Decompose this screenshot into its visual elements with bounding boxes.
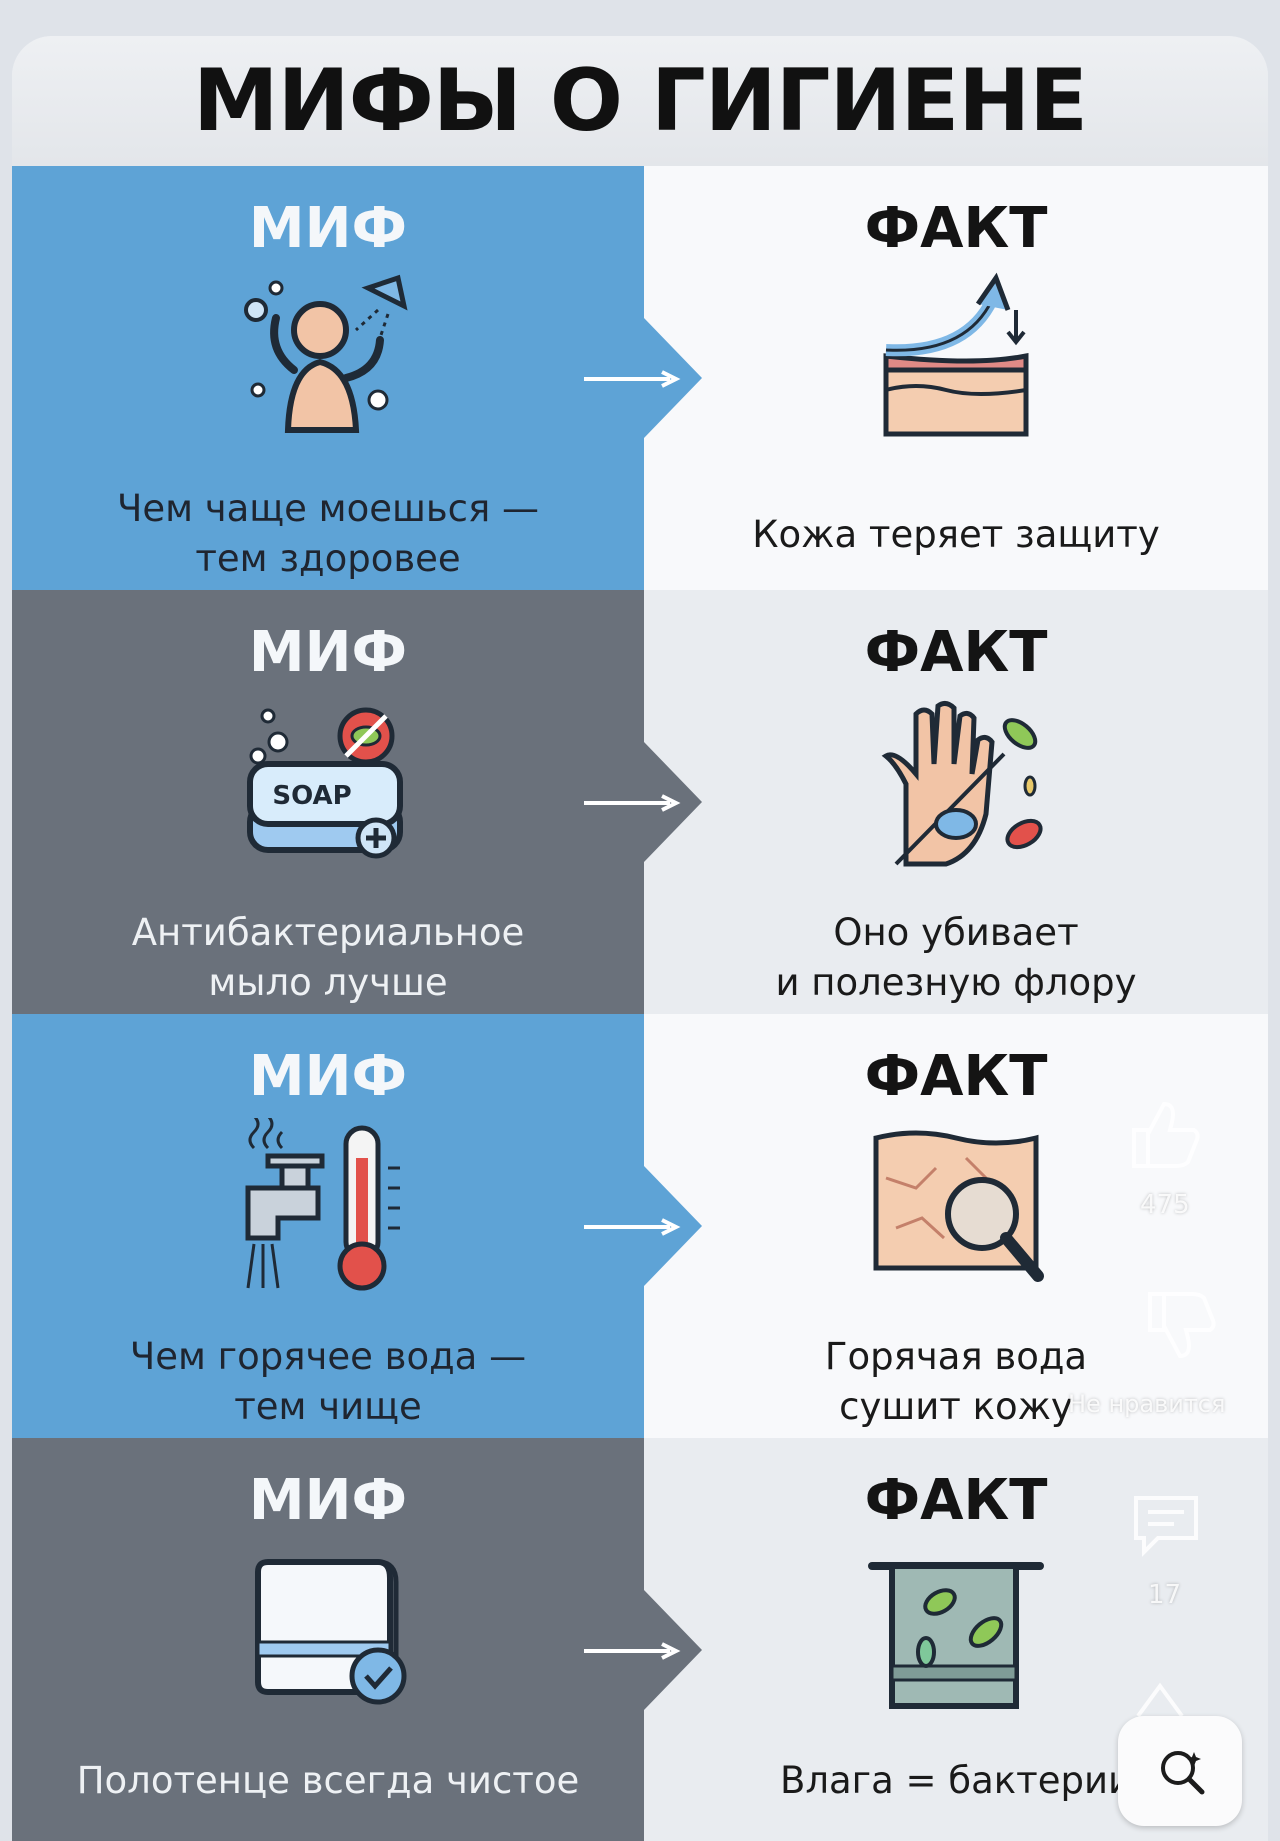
fact-caption-2: Оно убивает и полезную флору bbox=[775, 911, 1137, 1004]
ai-search-icon bbox=[1161, 1751, 1205, 1795]
myth-panel-4: МИФ Полотенце всегда чистое bbox=[12, 1438, 644, 1841]
ai-search-button[interactable] bbox=[1118, 1716, 1242, 1826]
myth-label: МИФ bbox=[248, 196, 408, 261]
myth-panel-3: МИФ Чем горячее вода — тем чище bbox=[12, 1014, 644, 1438]
hot-faucet-thermometer-icon bbox=[245, 1118, 400, 1291]
myth-label: МИФ bbox=[248, 1044, 408, 1109]
myth-fact-row-4: МИФ Полотенце всегда чистое ФАКТ bbox=[12, 1438, 1268, 1841]
infographic-card: МИФЫ О ГИГИЕНЕ МИФ Чем чаще моешься — те… bbox=[12, 36, 1268, 1841]
thumbs-up-icon[interactable] bbox=[1124, 1096, 1204, 1170]
arrow-right-icon bbox=[584, 1642, 681, 1660]
dislike-label: Не нравится bbox=[1068, 1390, 1226, 1418]
myth-panel-2: МИФ SOAP Антибактериальное мыло лучше bbox=[12, 590, 644, 1014]
fact-caption-4: Влага = бактерии bbox=[779, 1759, 1133, 1802]
shower-person-icon bbox=[244, 274, 408, 433]
myth-label: МИФ bbox=[248, 620, 408, 685]
fact-label: ФАКТ bbox=[864, 620, 1048, 685]
myth-caption-4: Полотенце всегда чистое bbox=[76, 1759, 580, 1802]
fact-caption-3: Горячая вода сушит кожу bbox=[824, 1335, 1088, 1428]
skin-layer-arrow-icon bbox=[883, 272, 1029, 437]
myth-caption-2: Антибактериальное мыло лучше bbox=[131, 911, 525, 1004]
fact-caption-1: Кожа теряет защиту bbox=[752, 513, 1160, 556]
myth-caption-3: Чем горячее вода — тем чище bbox=[129, 1335, 527, 1428]
myth-caption-1: Чем чаще моешься — тем здоровее bbox=[116, 487, 540, 580]
fact-label: ФАКТ bbox=[864, 1044, 1048, 1109]
arrow-right-icon bbox=[584, 1218, 681, 1236]
soap-bar-icon: SOAP bbox=[247, 707, 403, 859]
myth-fact-row-1: МИФ Чем чаще моешься — тем здоровее ФАКТ bbox=[12, 166, 1268, 590]
like-count: 475 bbox=[1140, 1190, 1190, 1220]
fact-label: ФАКТ bbox=[864, 1468, 1048, 1533]
myth-fact-row-3: МИФ Чем горячее вода — тем чище ФАКТ bbox=[12, 1014, 1268, 1438]
fact-panel-2: ФАКТ Оно убивает и полезную флору bbox=[644, 590, 1268, 1014]
soap-label: SOAP bbox=[272, 781, 351, 811]
page-title: МИФЫ О ГИГИЕНЕ bbox=[12, 36, 1268, 166]
fact-label: ФАКТ bbox=[864, 196, 1048, 261]
arrow-right-icon bbox=[584, 794, 681, 812]
clean-towel-check-icon bbox=[255, 1559, 407, 1705]
myth-fact-row-2: МИФ SOAP Антибактериальное мыло лучше ФА… bbox=[12, 590, 1268, 1014]
myth-label: МИФ bbox=[248, 1468, 408, 1533]
arrow-right-icon bbox=[584, 370, 681, 388]
fact-panel-3: ФАКТ Горячая вода сушит кожу bbox=[644, 1014, 1268, 1438]
share-icon[interactable] bbox=[1130, 1680, 1190, 1720]
fact-panel-1: ФАКТ Кожа теряет защиту bbox=[644, 166, 1268, 590]
myth-panel-1: МИФ Чем чаще моешься — тем здоровее bbox=[12, 166, 644, 590]
dirty-towel-bacteria-icon bbox=[868, 1562, 1044, 1709]
thumbs-down-icon[interactable] bbox=[1140, 1290, 1220, 1364]
dry-skin-magnifier-icon bbox=[873, 1130, 1044, 1282]
hand-bacteria-icon bbox=[881, 700, 1043, 867]
comment-count: 17 bbox=[1148, 1580, 1182, 1610]
comment-icon[interactable] bbox=[1128, 1490, 1204, 1560]
